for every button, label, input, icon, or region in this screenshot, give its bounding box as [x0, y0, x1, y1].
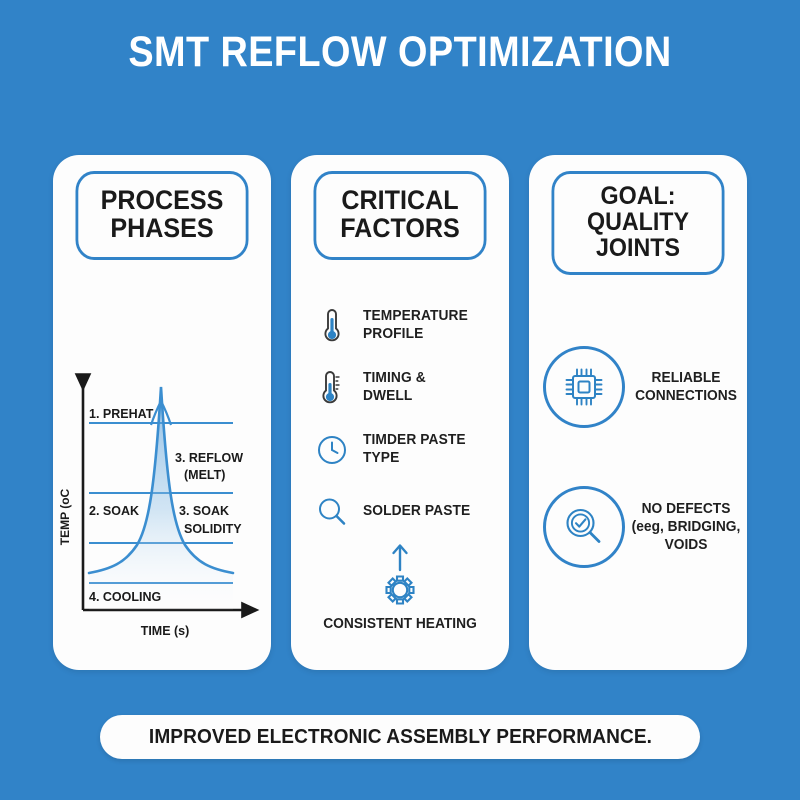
chart-area-fill — [89, 387, 233, 610]
goal-items-list: RELIABLE CONNECTIONS NO DEFECTS (eeg, — [529, 317, 747, 597]
goal-label-no-defects: NO DEFECTS (eeg, BRIDGING, VOIDS — [628, 500, 744, 554]
panel-goal-header-line3: JOINTS — [596, 233, 680, 262]
panel-goal-quality-joints: GOAL: QUALITY JOINTS — [529, 155, 747, 670]
panel-critical-factors-header: CRITICAL FACTORS — [313, 171, 487, 260]
factor-label-line1: TIMDER PASTE — [363, 432, 466, 449]
chart-annotation-reflow-l1: 3. REFLOW — [175, 451, 243, 465]
factor-label-line2: DWELL — [363, 388, 413, 404]
chart-xlabel: TIME (s) — [141, 624, 190, 638]
gear-up-arrow-icon — [291, 540, 509, 612]
panel-critical-factors-header-line1: CRITICAL — [341, 185, 459, 215]
panel-goal-header: GOAL: QUALITY JOINTS — [551, 171, 725, 276]
chart-annotation-reflow-l2: (MELT) — [184, 468, 225, 482]
chart-annotation-cooling: 4. COOLING — [89, 590, 161, 604]
panel-process-phases-header-line1: PROCESS — [100, 185, 224, 215]
panel-goal-header-line2: QUALITY — [586, 207, 690, 236]
goal-label-reliable-connections: RELIABLE CONNECTIONS — [628, 369, 744, 405]
factor-label-line2: TYPE — [363, 450, 400, 466]
factor-row-solder-paste[interactable]: SOLDER PASTE — [291, 481, 509, 543]
chart-preheat-bump — [149, 398, 173, 426]
chart-annotation-solidity-l1: 3. SOAK — [179, 504, 229, 518]
factor-label-solder-paste: SOLDER PASTE — [363, 503, 470, 521]
goal-label-line2: CONNECTIONS — [635, 388, 737, 404]
consistent-heating-block: CONSISTENT HEATING — [291, 540, 509, 632]
goal-label-line3: VOIDS — [664, 537, 708, 554]
factor-label-line1: TIMING & — [363, 370, 426, 387]
chip-icon — [543, 346, 625, 428]
footer-text: IMPROVED ELECTRONIC ASSEMBLY PERFORMANCE… — [148, 725, 652, 748]
chart-curve — [87, 386, 235, 575]
magnifier-check-icon — [543, 486, 625, 568]
factor-row-paste-type[interactable]: TIMDER PASTE TYPE — [291, 419, 509, 481]
factor-label-line1: SOLDER PASTE — [363, 503, 471, 520]
panel-process-phases-header-line2: PHASES — [110, 212, 214, 243]
factor-row-temperature-profile[interactable]: TEMPERATURE PROFILE — [291, 295, 509, 357]
factor-label-line1: TEMPERATURE — [363, 308, 468, 325]
goal-label-line2: (eeg, BRIDGING, — [631, 518, 741, 535]
reflow-profile-chart: TEMP (oC TIME (s) 1. PREHAT 3. REFLOW (M… — [53, 367, 271, 652]
critical-factors-list: TEMPERATURE PROFILE — [291, 295, 509, 543]
goal-row-reliable-connections[interactable]: RELIABLE CONNECTIONS — [529, 317, 747, 457]
footer-banner: IMPROVED ELECTRONIC ASSEMBLY PERFORMANCE… — [100, 715, 700, 759]
goal-label-line1: RELIABLE — [651, 369, 721, 386]
thermometer-scale-icon — [315, 368, 349, 408]
chart-annotation-soak: 2. SOAK — [89, 504, 139, 518]
panel-process-phases-header: PROCESS PHASES — [75, 171, 249, 260]
page-title: SMT REFLOW OPTIMIZATION — [128, 28, 672, 76]
panel-goal-header-line1: GOAL: — [600, 182, 676, 210]
factor-label-paste-type: TIMDER PASTE TYPE — [363, 432, 466, 467]
clock-icon — [315, 430, 349, 470]
panel-critical-factors: CRITICAL FACTORS TEMPERATURE PROFILE — [291, 155, 509, 670]
magnifier-icon — [315, 492, 349, 532]
consistent-heating-label: CONSISTENT HEATING — [323, 616, 477, 632]
factor-label-temperature-profile: TEMPERATURE PROFILE — [363, 308, 468, 343]
chart-annotation-preheat: 1. PREHAT — [89, 407, 154, 421]
chart-ylabel: TEMP (oC — [58, 488, 72, 545]
goal-label-line1: NO DEFECTS — [641, 500, 731, 517]
panel-process-phases: PROCESS PHASES — [53, 155, 271, 670]
factor-label-timing-dwell: TIMING & DWELL — [363, 370, 426, 405]
factor-label-line2: PROFILE — [363, 326, 424, 342]
thermometer-icon — [315, 306, 349, 346]
factor-row-timing-dwell[interactable]: TIMING & DWELL — [291, 357, 509, 419]
chart-annotation-solidity-l2: SOLIDITY — [184, 522, 242, 536]
panel-critical-factors-header-line2: FACTORS — [340, 212, 460, 243]
goal-row-no-defects[interactable]: NO DEFECTS (eeg, BRIDGING, VOIDS — [529, 457, 747, 597]
